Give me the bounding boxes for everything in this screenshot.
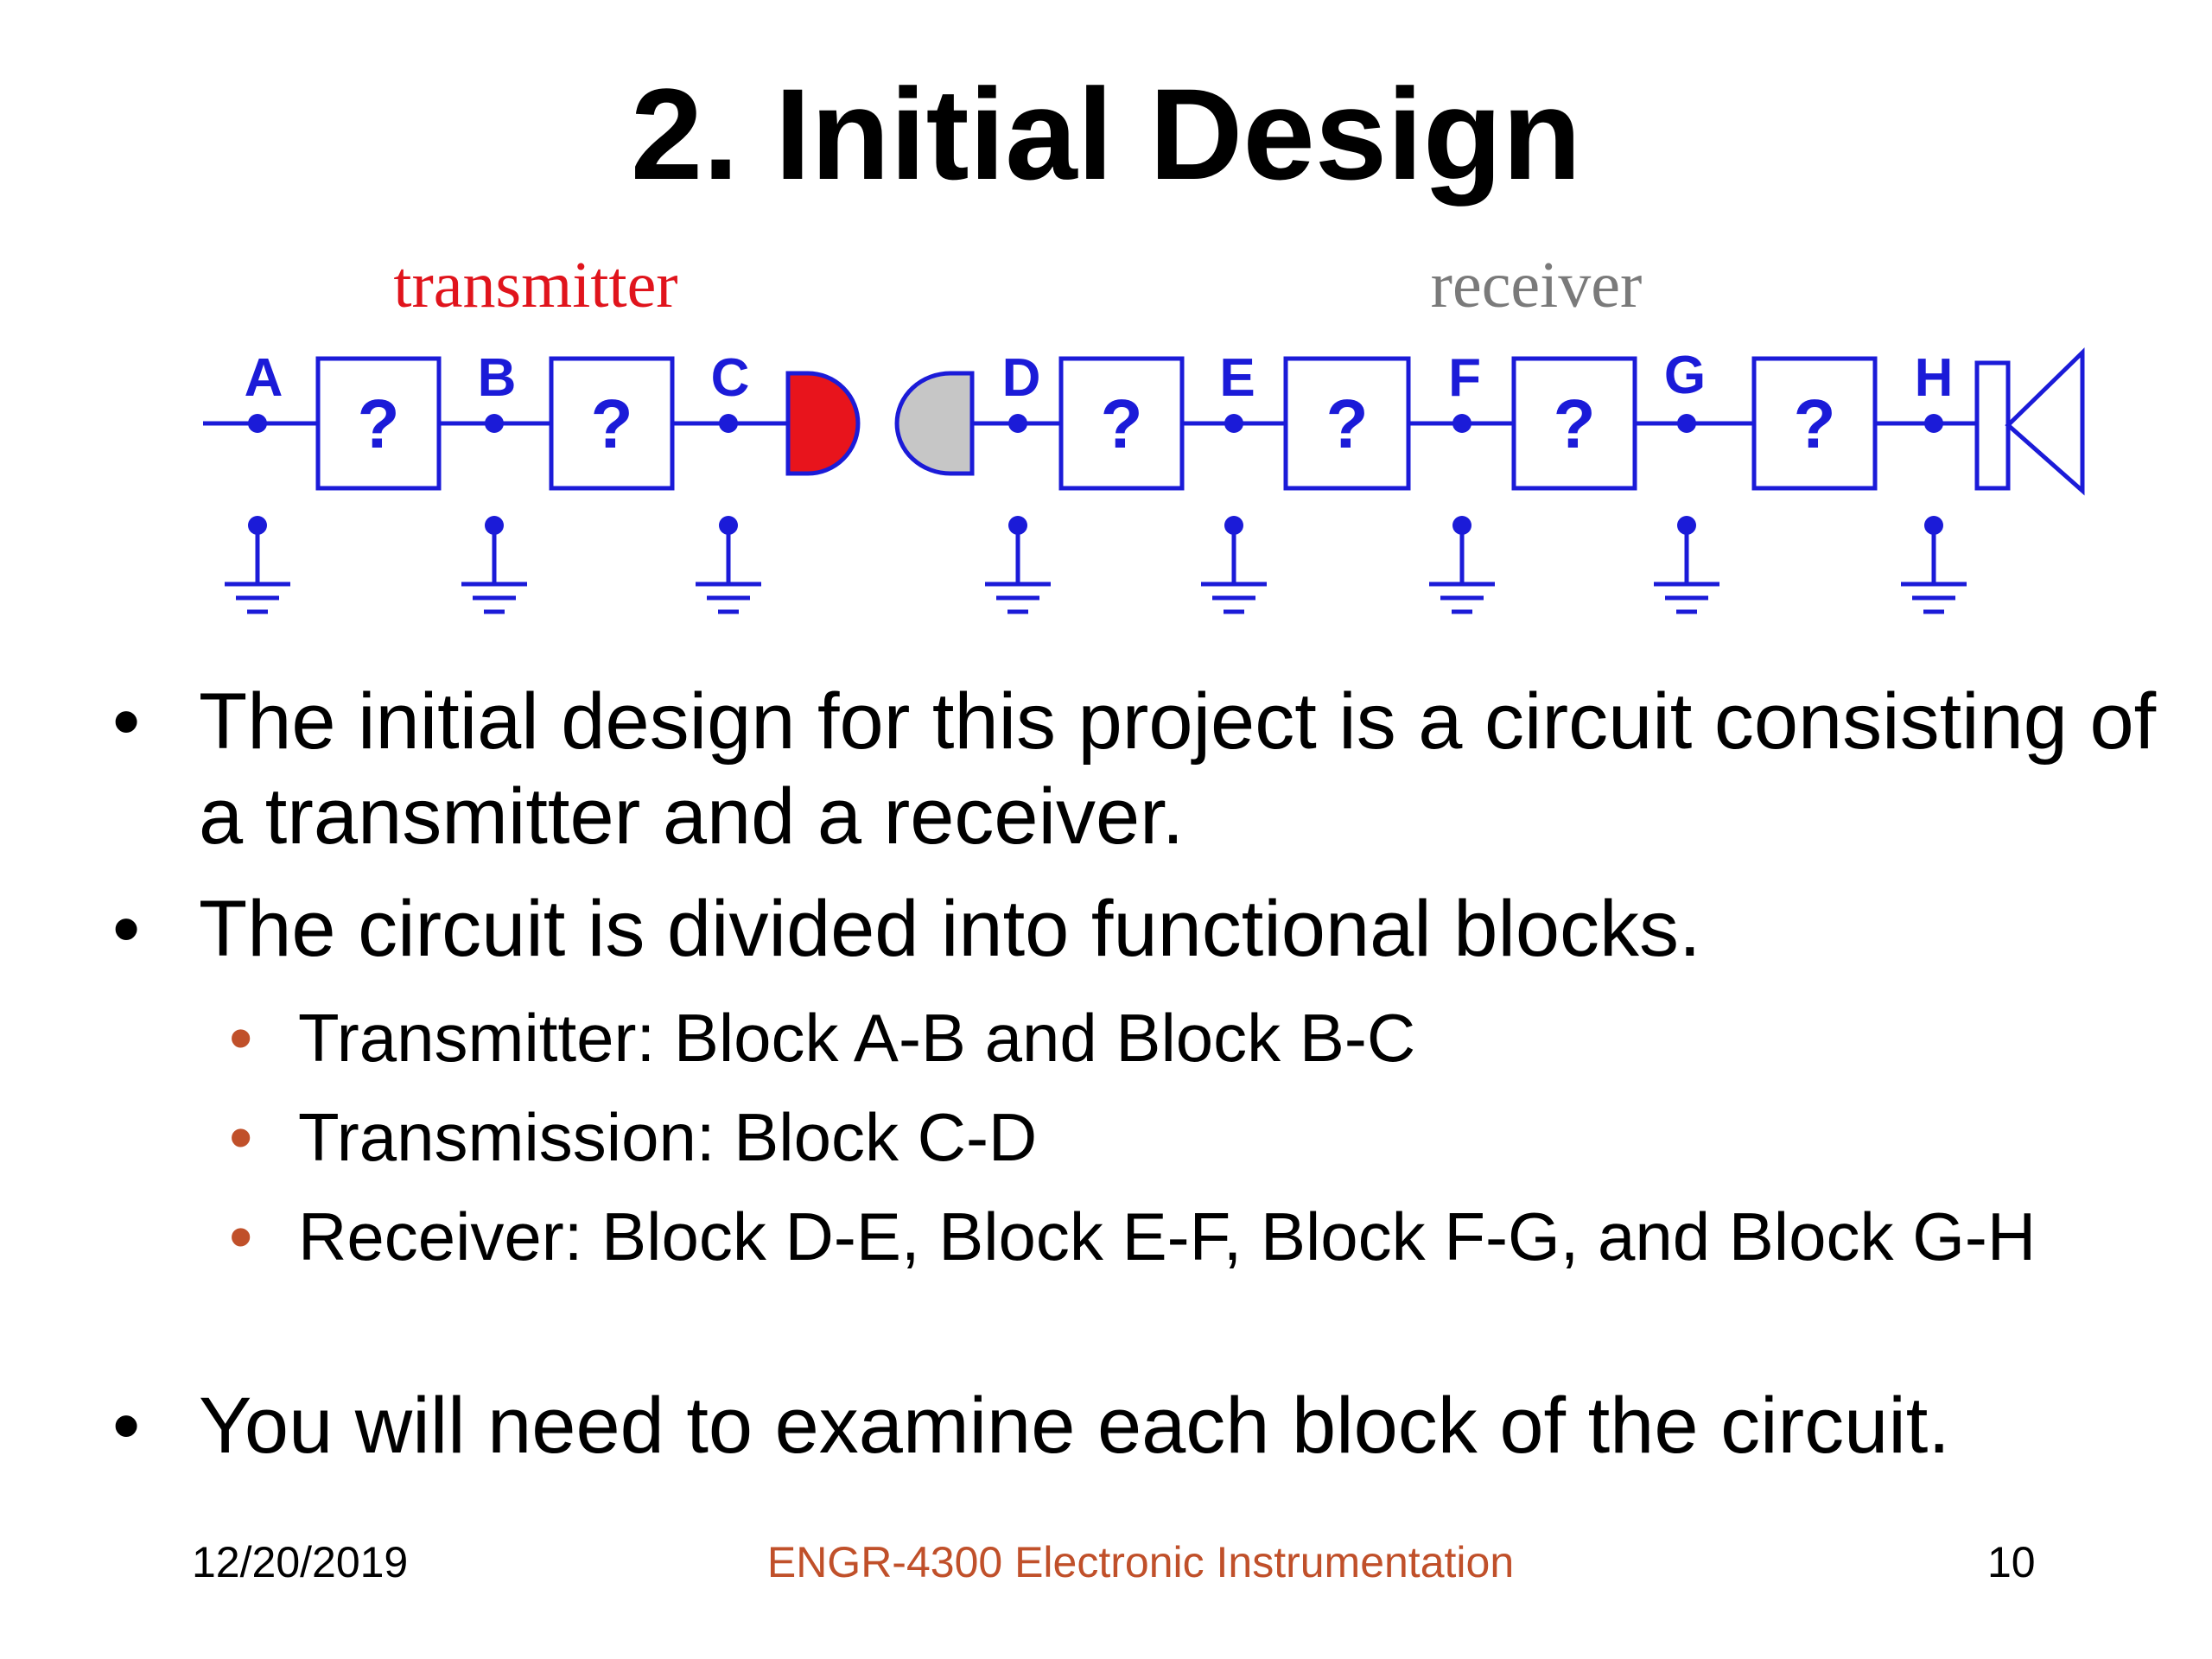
- footer-date: 12/20/2019: [192, 1538, 409, 1586]
- sub-bullet-item: Receiver: Block D-E, Block E-F, Block F-…: [229, 1197, 2156, 1276]
- block-f-g-symbol: ?: [1554, 385, 1596, 462]
- transmitter-caption: transmitter: [393, 249, 677, 321]
- ground-icon: [1201, 516, 1267, 612]
- node-label-b: B: [478, 348, 517, 408]
- block-f-g: [1511, 356, 1637, 491]
- block-a-b: [315, 356, 442, 491]
- ground-icon: [1654, 516, 1719, 612]
- block-e-f: [1283, 356, 1411, 491]
- node-label-f: F: [1448, 348, 1481, 408]
- bullet-item: The circuit is divided into functional b…: [112, 881, 2169, 976]
- node-dot-d: [1008, 414, 1027, 433]
- speaker-body: [1974, 360, 2011, 491]
- block-d-e: [1058, 356, 1185, 491]
- receiver-lobe: [894, 371, 975, 476]
- ground-icon: [461, 516, 527, 612]
- block-a-b-symbol: ?: [358, 385, 400, 462]
- block-d-e-symbol: ?: [1101, 385, 1143, 462]
- node-label-e: E: [1219, 348, 1255, 408]
- node-dot-a: [248, 414, 267, 433]
- ground-icon: [1429, 516, 1495, 612]
- node-dot-f: [1452, 414, 1471, 433]
- ground-icon: [225, 516, 290, 612]
- block-b-c: [549, 356, 675, 491]
- footer-course: ENGR-4300 Electronic Instrumentation: [766, 1538, 1515, 1586]
- node-dot-e: [1224, 414, 1243, 433]
- ground-icon: [985, 516, 1051, 612]
- node-label-h: H: [1915, 348, 1954, 408]
- transmitter-lobe: [785, 371, 861, 476]
- ground-icon: [696, 516, 761, 612]
- bullet-item: The initial design for this project is a…: [112, 674, 2169, 864]
- block-b-c-symbol: ?: [591, 385, 633, 462]
- node-label-d: D: [1002, 348, 1041, 408]
- bullet-item: You will need to examine each block of t…: [112, 1378, 2169, 1473]
- node-label-g: G: [1664, 346, 1706, 405]
- block-e-f-symbol: ?: [1326, 385, 1369, 462]
- footer-page-number: 10: [1987, 1538, 2036, 1586]
- node-label-c: C: [711, 348, 750, 408]
- speaker-cone: [2005, 347, 2085, 496]
- block-g-h-symbol: ?: [1794, 385, 1836, 462]
- ground-icon: [1901, 516, 1967, 612]
- sub-bullet-item: Transmitter: Block A-B and Block B-C: [229, 998, 2156, 1077]
- node-dot-c: [719, 414, 738, 433]
- node-dot-h: [1924, 414, 1943, 433]
- circuit-diagram: transmitter receiver A: [203, 249, 2085, 639]
- sub-bullet-item: Transmission: Block C-D: [229, 1097, 2156, 1177]
- node-dot-b: [485, 414, 504, 433]
- node-label-a: A: [245, 348, 283, 408]
- slide-title: 2. Initial Design: [630, 61, 1582, 207]
- receiver-caption: receiver: [1431, 249, 1643, 321]
- block-g-h: [1751, 356, 1878, 491]
- node-dot-g: [1677, 414, 1696, 433]
